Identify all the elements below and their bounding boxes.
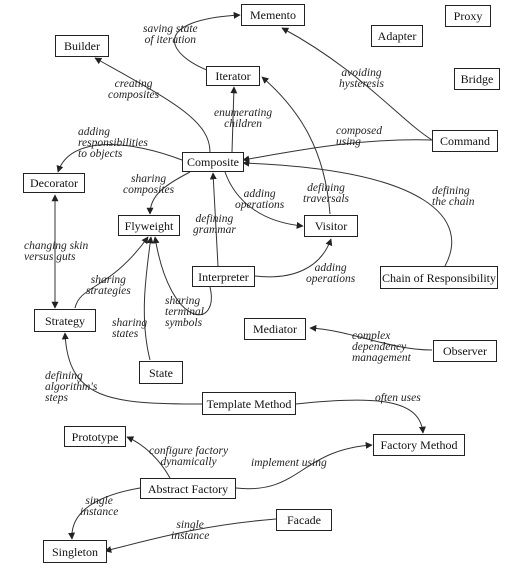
- label-enumerating-children: enumerating children: [214, 107, 273, 130]
- label-defining-traversals: defining traversals: [303, 182, 349, 205]
- label-defining-grammar: defining grammar: [193, 213, 236, 236]
- node-interpreter: Interpreter: [192, 266, 255, 287]
- edge-composite-builder: [94, 57, 211, 153]
- node-prototype: Prototype: [64, 426, 126, 447]
- edge-strategy-flyweight: [74, 236, 149, 309]
- edge-command-memento: [281, 27, 433, 141]
- label-single-instance-2: single instance: [171, 519, 210, 542]
- node-template-method: Template Method: [202, 392, 296, 415]
- label-adding-responsibilities: adding responsibilities to objects: [78, 126, 148, 160]
- node-state: State: [139, 361, 183, 384]
- label-sharing-strategies: sharing strategies: [86, 274, 131, 297]
- edge-composite-visitor: [224, 171, 304, 229]
- node-composite: Composite: [182, 152, 244, 172]
- edge-abstract-singleton: [68, 487, 141, 540]
- node-iterator: Iterator: [206, 66, 260, 86]
- label-sharing-terminal-symbols: sharing terminal symbols: [165, 295, 204, 329]
- label-creating-composites: creating composites: [108, 78, 160, 101]
- edge-interpreter-flyweight: [152, 236, 212, 316]
- node-memento: Memento: [241, 4, 305, 26]
- label-adding-operations-2: adding operations: [306, 262, 356, 285]
- edge-facade-singleton: [104, 518, 277, 553]
- label-complex-dependency: complex dependency management: [352, 330, 411, 364]
- edge-composite-decorator: [56, 144, 183, 173]
- node-mediator: Mediator: [244, 318, 306, 340]
- edge-visitor-iterator: [261, 76, 331, 215]
- label-often-uses: often uses: [375, 392, 421, 404]
- edge-abstract-factorymethod: [235, 441, 373, 490]
- edge-interpreter-composite: [209, 172, 219, 267]
- node-observer: Observer: [433, 340, 497, 362]
- node-adapter: Adapter: [371, 25, 423, 47]
- edge-observer-mediator: [309, 324, 433, 351]
- node-bridge: Bridge: [454, 68, 500, 90]
- node-proxy: Proxy: [445, 5, 491, 27]
- label-changing-skin: changing skin versus guts: [24, 240, 89, 263]
- edge-template-factory: [295, 399, 426, 434]
- node-singleton: Singleton: [43, 540, 107, 563]
- edge-chain-composite: [242, 159, 453, 267]
- node-builder: Builder: [55, 35, 109, 57]
- edge-interpreter-visitor: [254, 238, 333, 278]
- edge-abstract-prototype: [126, 436, 171, 479]
- label-sharing-composites: sharing composites: [123, 173, 175, 196]
- label-single-instance-1: single instance: [80, 495, 119, 518]
- node-abstract-factory: Abstract Factory: [140, 478, 236, 499]
- node-visitor: Visitor: [304, 215, 358, 237]
- label-sharing-states: sharing states: [112, 317, 148, 340]
- node-flyweight: Flyweight: [118, 215, 180, 236]
- node-chain-of-responsibility: Chain of Responsibility: [380, 266, 498, 289]
- label-saving-state: saving state of iteration: [143, 23, 198, 46]
- edge-iterator-memento: [174, 11, 241, 73]
- edge-state-flyweight: [143, 236, 154, 361]
- edge-composite-flyweight: [146, 171, 191, 215]
- edge-composite-iterator: [230, 86, 238, 153]
- label-avoiding-hysteresis: avoiding hysteresis: [339, 67, 384, 90]
- edge-command-composite: [242, 139, 433, 163]
- label-adding-operations: adding operations: [235, 188, 285, 211]
- node-strategy: Strategy: [34, 309, 96, 332]
- label-composed-using: composed using: [336, 125, 382, 148]
- label-configure-factory: configure factory dynamically: [149, 445, 229, 468]
- node-command: Command: [432, 130, 498, 152]
- label-implement-using: implement using: [251, 457, 327, 469]
- label-defining-the-chain: defining the chain: [432, 185, 475, 208]
- edge-template-strategy: [61, 332, 203, 405]
- node-facade: Facade: [276, 509, 332, 531]
- label-defining-algorithm-steps: defining algorithm's steps: [45, 370, 98, 404]
- node-factory-method: Factory Method: [373, 434, 465, 456]
- node-decorator: Decorator: [23, 173, 85, 193]
